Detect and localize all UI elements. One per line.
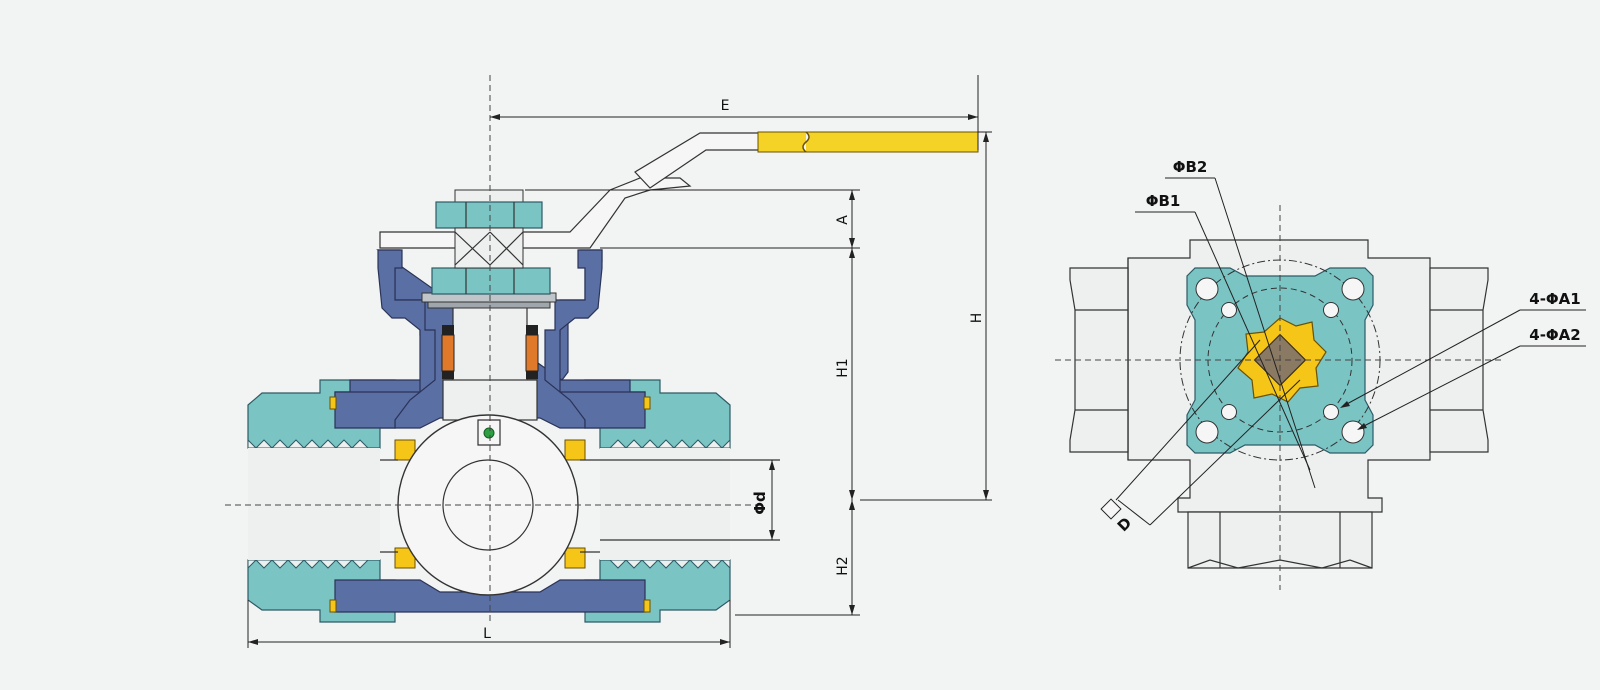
label-A2: 4-ΦA2 bbox=[1529, 326, 1580, 344]
top-view: ΦB2 ΦB1 4-ΦA1 4-ΦA2 D bbox=[1055, 158, 1586, 590]
gasket-upper-left bbox=[329, 396, 337, 410]
handle-arm bbox=[634, 132, 761, 189]
seat-upper-left bbox=[394, 439, 416, 461]
gasket-lower-left bbox=[329, 599, 337, 613]
seat-lower-right bbox=[564, 547, 586, 569]
anti-static-indicator bbox=[483, 427, 495, 439]
label-B1: ΦB1 bbox=[1146, 192, 1181, 210]
holes-A1 bbox=[1221, 302, 1339, 420]
stem-packing bbox=[441, 325, 539, 379]
dimension-A: A bbox=[525, 189, 860, 249]
label-A: A bbox=[835, 215, 851, 225]
upper-nut bbox=[435, 189, 543, 269]
label-H1: H1 bbox=[835, 358, 851, 377]
label-E: E bbox=[721, 98, 730, 114]
leader-A2: 4-ΦA2 bbox=[1357, 326, 1586, 430]
label-L: L bbox=[483, 626, 491, 642]
label-d: Φd bbox=[751, 491, 769, 515]
label-H: H bbox=[969, 313, 985, 324]
dimension-H1: H1 bbox=[835, 248, 855, 500]
bore-left bbox=[248, 448, 380, 560]
label-D: D bbox=[1114, 514, 1136, 536]
dimension-d: Φd bbox=[751, 460, 775, 540]
bore-right bbox=[600, 448, 730, 560]
dimension-E: E bbox=[490, 75, 979, 150]
handle-grip-break bbox=[802, 131, 810, 153]
holes-A2 bbox=[1195, 277, 1365, 444]
gasket-lower-right bbox=[643, 599, 651, 613]
dimension-H: H bbox=[860, 131, 992, 501]
label-B2: ΦB2 bbox=[1173, 158, 1208, 176]
seat-upper-right bbox=[564, 439, 586, 461]
leader-B2: ΦB2 bbox=[1165, 158, 1316, 489]
label-H2: H2 bbox=[835, 556, 851, 575]
leader-A1: 4-ΦA1 bbox=[1340, 290, 1586, 408]
label-A1: 4-ΦA1 bbox=[1529, 290, 1580, 308]
handle-grip bbox=[757, 131, 979, 153]
leader-B1: ΦB1 bbox=[1135, 192, 1311, 471]
bonnet-left-wall bbox=[334, 249, 436, 429]
gland-washer-2 bbox=[427, 301, 551, 309]
front-section-view: E A H H1 H2 bbox=[225, 75, 992, 648]
dimension-H2: H2 bbox=[735, 500, 860, 616]
gasket-upper-right bbox=[643, 396, 651, 410]
dimension-L: L bbox=[247, 600, 731, 648]
dimension-D: D bbox=[1100, 339, 1301, 536]
bonnet-right-wall bbox=[544, 249, 646, 429]
lower-nut bbox=[431, 267, 551, 295]
